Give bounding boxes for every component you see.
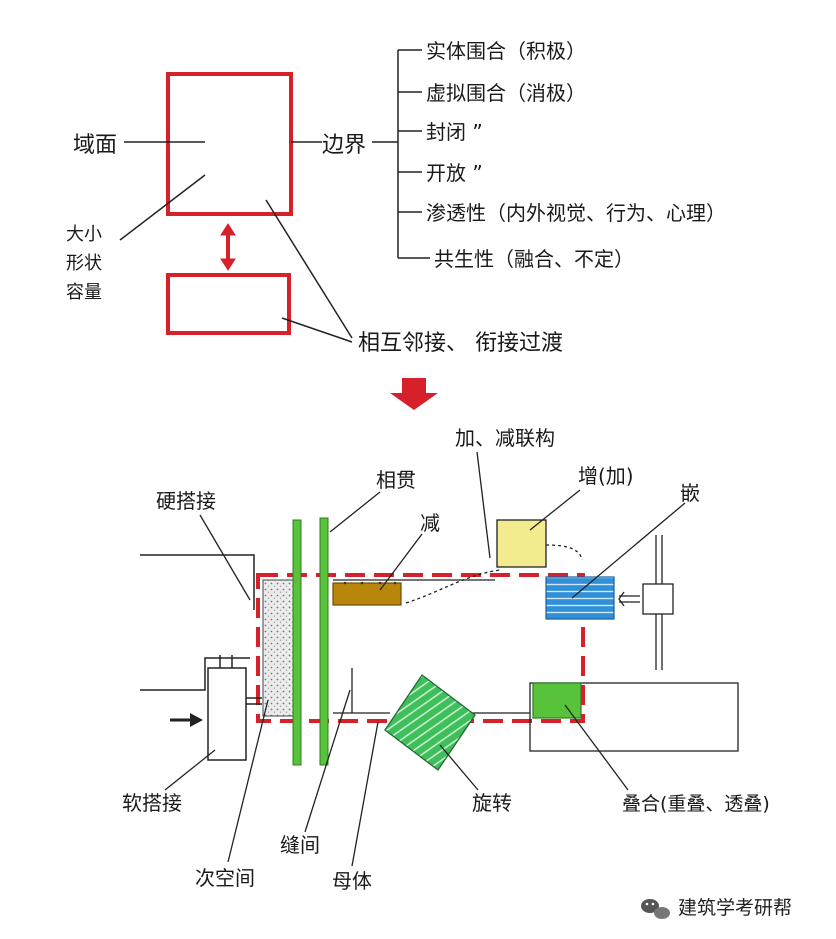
subtract-leader — [379, 533, 423, 591]
add-sub-link-curve — [405, 544, 583, 604]
soft-joint-label: 软搭接 — [122, 791, 182, 815]
hard-joint-label: 硬搭接 — [156, 489, 216, 513]
size-leader — [119, 174, 206, 241]
embed-block — [545, 576, 615, 620]
boundary-label: 边界 — [322, 133, 366, 158]
transition-arrow-icon — [390, 378, 438, 410]
penetrate-leader — [329, 491, 381, 533]
adjacency-label: 相互邻接、 衔接过渡 — [358, 331, 563, 356]
boundary-item-virtual: 虚拟围合（消极） — [426, 81, 586, 105]
wechat-icon — [641, 899, 670, 919]
rotate-leader — [439, 744, 479, 791]
entry-arrow-icon — [170, 713, 203, 727]
add-leader — [529, 489, 581, 531]
mother-label: 母体 — [332, 869, 372, 893]
double-arrow-icon — [220, 223, 236, 271]
overlap-block — [532, 682, 582, 719]
boundary-item-closed: 封闭 ” — [426, 120, 483, 144]
rotate-label: 旋转 — [472, 791, 512, 815]
size-label-1: 大小 — [66, 224, 102, 245]
embed-label: 嵌 — [680, 481, 700, 505]
boundary-item-open: 开放 ” — [426, 161, 483, 185]
subtract-marks — [343, 581, 397, 585]
boundary-bracket — [372, 49, 430, 259]
soft-joint-block — [207, 655, 262, 761]
add-sub-link-leader — [476, 451, 491, 559]
embed-arrow-icon — [618, 535, 674, 670]
boundary-item-symbiotic: 共生性（融合、不定） — [434, 247, 634, 271]
sub-space-leader — [227, 699, 269, 863]
overlap-outer-frame — [529, 682, 739, 752]
mother-leader — [351, 721, 379, 867]
sub-space-block — [262, 579, 299, 717]
gap-leader — [304, 689, 351, 833]
subtract-block — [332, 582, 402, 606]
adjacency-leader-1 — [265, 199, 353, 339]
mother-body-outline — [256, 573, 585, 723]
add-sub-link-label: 加、减联构 — [455, 426, 555, 450]
hard-joint-lines — [140, 554, 255, 691]
add-block — [496, 519, 547, 568]
size-label-3: 容量 — [66, 282, 102, 303]
hard-joint-leader — [199, 514, 251, 601]
bottom-diagram: 硬搭接 相贯 减 加、减联构 增(加) 嵌 软搭接 旋转 叠合(重叠、透叠) 次… — [122, 426, 770, 893]
rotate-block — [384, 674, 476, 771]
field-square — [166, 72, 293, 216]
top-diagram: 域面 大小 形状 容量 边界 实体围合（积极） 虚拟围合（消极） 封闭 ” 开放… — [66, 39, 726, 410]
watermark: 建筑学考研帮 — [641, 897, 792, 919]
boundary-item-solid: 实体围合（积极） — [426, 39, 586, 63]
size-label-2: 形状 — [66, 253, 102, 274]
soft-joint-leader — [164, 749, 216, 791]
gap-label: 缝间 — [280, 833, 320, 857]
adjacent-rect — [166, 273, 291, 335]
penetrate-label: 相贯 — [376, 468, 416, 492]
adjacency-leader-2 — [281, 317, 353, 343]
boundary-item-permeable: 渗透性（内外视觉、行为、心理） — [426, 201, 726, 225]
subtract-label: 减 — [420, 511, 440, 535]
field-label: 域面 — [73, 133, 117, 158]
sub-space-label: 次空间 — [195, 866, 255, 890]
overlap-label: 叠合(重叠、透叠) — [622, 793, 770, 815]
embed-leader — [571, 502, 686, 599]
overlap-leader — [564, 704, 629, 791]
penetrate-bar-1 — [292, 519, 302, 766]
penetrate-bar-2 — [319, 517, 329, 766]
watermark-text: 建筑学考研帮 — [678, 897, 792, 919]
add-label: 增(加) — [578, 464, 634, 488]
